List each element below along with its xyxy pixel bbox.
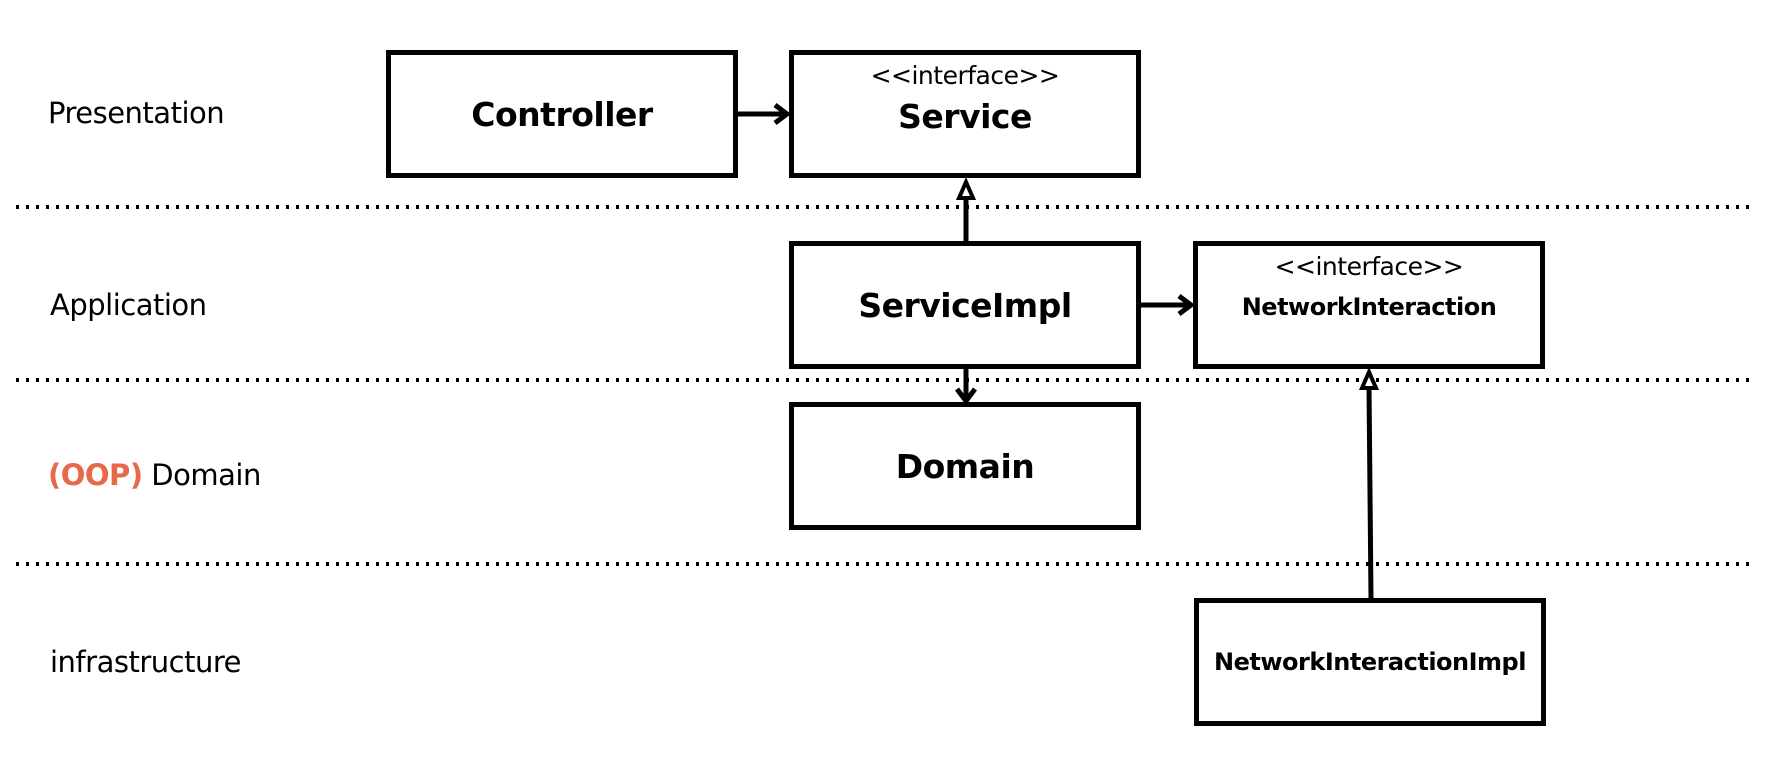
network-interaction-interface-box: <<interface>> NetworkInteraction <box>1193 241 1545 369</box>
layer-label-infrastructure: infrastructure <box>50 645 241 679</box>
network-interaction-name: NetworkInteraction <box>1241 293 1497 321</box>
service-impl-name: ServiceImpl <box>858 285 1072 325</box>
service-name: Service <box>898 96 1032 136</box>
service-stereotype: <<interface>> <box>870 61 1060 90</box>
controller-box: Controller <box>386 50 738 178</box>
arrow-networkinteractionimpl-implements-networkinteraction <box>1358 367 1380 599</box>
layer-label-domain: (OOP) Domain <box>48 458 261 492</box>
layer-label-text: Domain <box>142 458 261 492</box>
network-interaction-impl-box: NetworkInteractionImpl <box>1194 598 1546 726</box>
arrow-serviceimpl-to-networkinteraction <box>1141 294 1196 316</box>
arrow-controller-to-service <box>738 103 792 125</box>
layer-label-application: Application <box>50 288 207 322</box>
layer-label-text: Presentation <box>48 96 225 130</box>
arrow-serviceimpl-implements-service <box>955 177 977 241</box>
layer-label-presentation: Presentation <box>48 96 225 130</box>
service-impl-box: ServiceImpl <box>789 241 1141 369</box>
oop-prefix: (OOP) <box>48 458 143 492</box>
network-interaction-impl-name: NetworkInteractionImpl <box>1214 648 1526 676</box>
domain-name: Domain <box>895 446 1035 486</box>
network-interaction-stereotype: <<interface>> <box>1274 252 1464 281</box>
arrow-serviceimpl-to-domain <box>955 369 977 406</box>
layer-label-text: infrastructure <box>50 645 241 679</box>
controller-name: Controller <box>471 94 653 134</box>
service-interface-box: <<interface>> Service <box>789 50 1141 178</box>
domain-box: Domain <box>789 402 1141 530</box>
layer-label-text: Application <box>50 288 207 322</box>
